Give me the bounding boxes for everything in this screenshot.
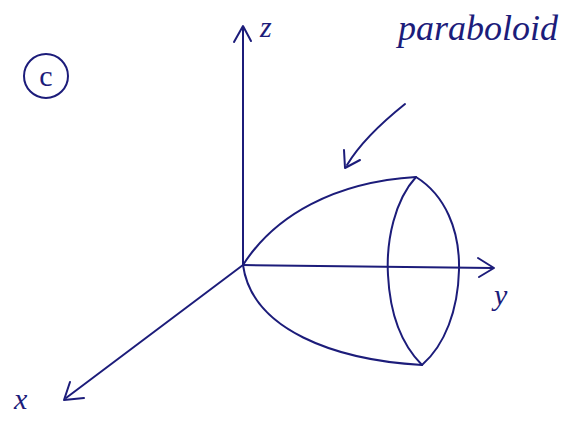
z-axis [242, 28, 244, 265]
z-arrowhead [234, 26, 251, 42]
paraboloid-lower [243, 265, 422, 365]
y-axis [243, 265, 492, 268]
x-axis [66, 265, 243, 398]
axis-label: z [260, 12, 272, 42]
circled-letter: c [22, 52, 70, 100]
paraboloid-upper [243, 177, 416, 265]
paraboloid-rim [388, 177, 459, 365]
surface-label: paraboloid [398, 10, 558, 46]
leader-arrow [347, 104, 405, 165]
axis-label: x [14, 384, 27, 414]
leader-arrowhead [344, 150, 360, 168]
x-arrowhead [64, 382, 84, 400]
node-letter: c [22, 52, 70, 91]
y-arrowhead [478, 258, 494, 277]
axis-label: y [494, 280, 507, 310]
